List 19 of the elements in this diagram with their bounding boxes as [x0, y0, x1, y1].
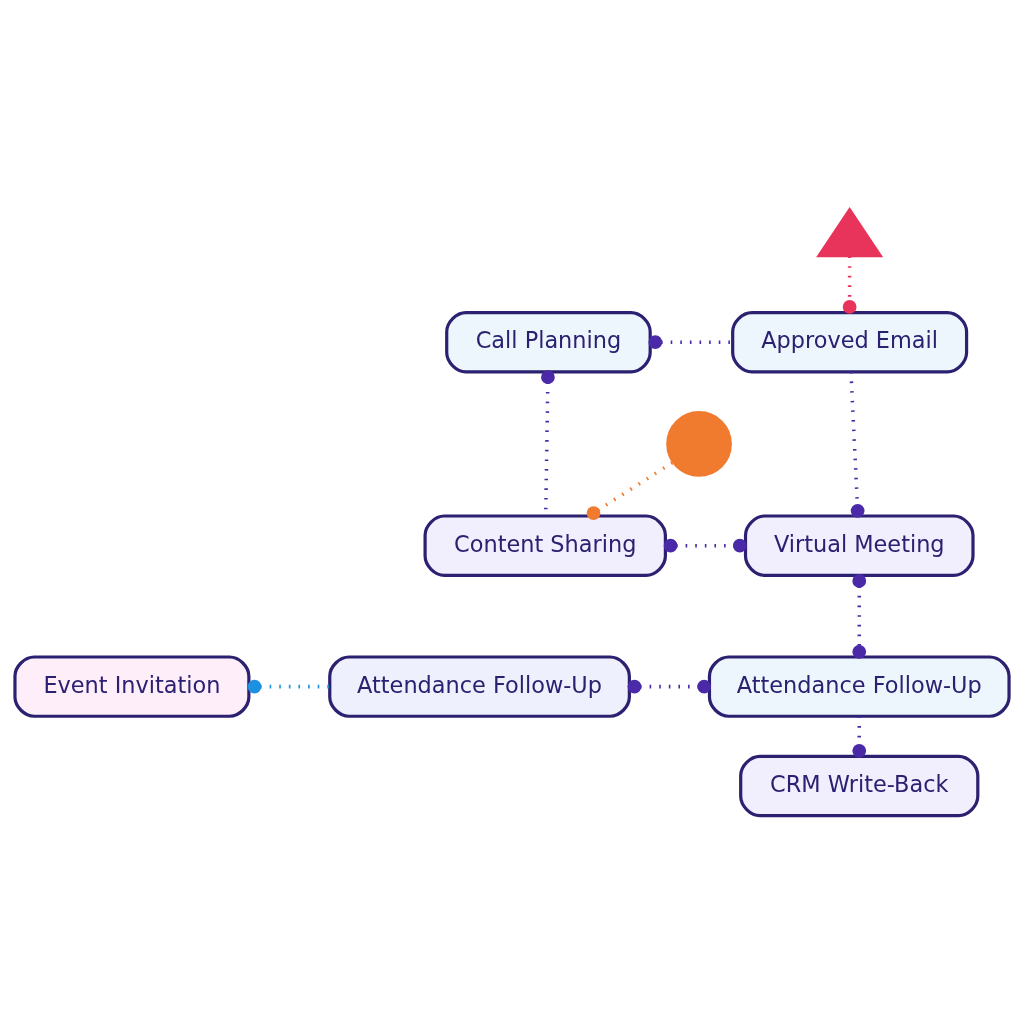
connector: [849, 371, 865, 518]
node-box: CRM Write-Back: [739, 754, 980, 818]
connector: [852, 716, 867, 758]
node-box: Call Planning: [445, 310, 652, 374]
node-box: Content Sharing: [423, 514, 667, 577]
connector: [648, 335, 732, 350]
connector: [247, 679, 330, 694]
connector: [663, 538, 747, 553]
connector: [842, 256, 857, 314]
node-box: Virtual Meeting: [743, 514, 975, 577]
node-box: Event Invitation: [13, 655, 251, 718]
node-triangle: [816, 206, 884, 258]
connector: [852, 574, 867, 659]
node-circle: [666, 411, 732, 477]
node-box: Attendance Follow-Up: [328, 655, 631, 718]
node-box: Attendance Follow-Up: [707, 655, 1011, 718]
connector: [586, 461, 674, 520]
connector: [627, 679, 712, 694]
node-box: Approved Email: [731, 310, 969, 374]
